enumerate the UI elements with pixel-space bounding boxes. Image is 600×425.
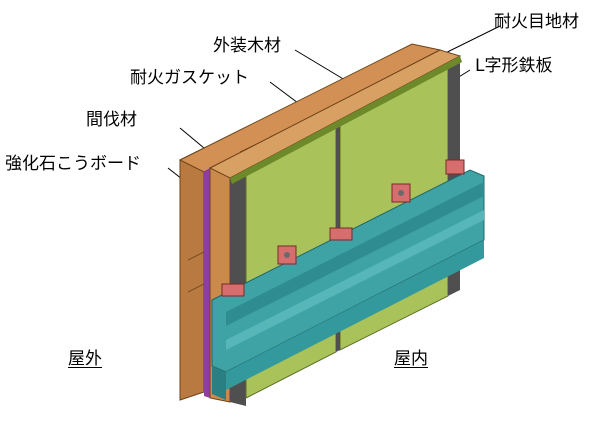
label-fire-gasket: 耐火ガスケット (130, 68, 249, 88)
label-l-plate: L字形鉄板 (475, 56, 553, 76)
label-exterior-wood: 外装木材 (213, 36, 281, 56)
label-gypsum-board: 強化石こうボード (5, 154, 141, 174)
l-plate-channel (211, 169, 485, 400)
brackets (221, 159, 465, 297)
leader-exterior-wood (294, 49, 346, 81)
label-furring: 間伐材 (86, 110, 137, 130)
label-outdoor: 屋外 (68, 349, 102, 369)
label-fire-joint: 耐火目地材 (494, 12, 579, 32)
fire-gasket-strip (204, 168, 210, 398)
label-indoor: 屋内 (394, 349, 428, 369)
